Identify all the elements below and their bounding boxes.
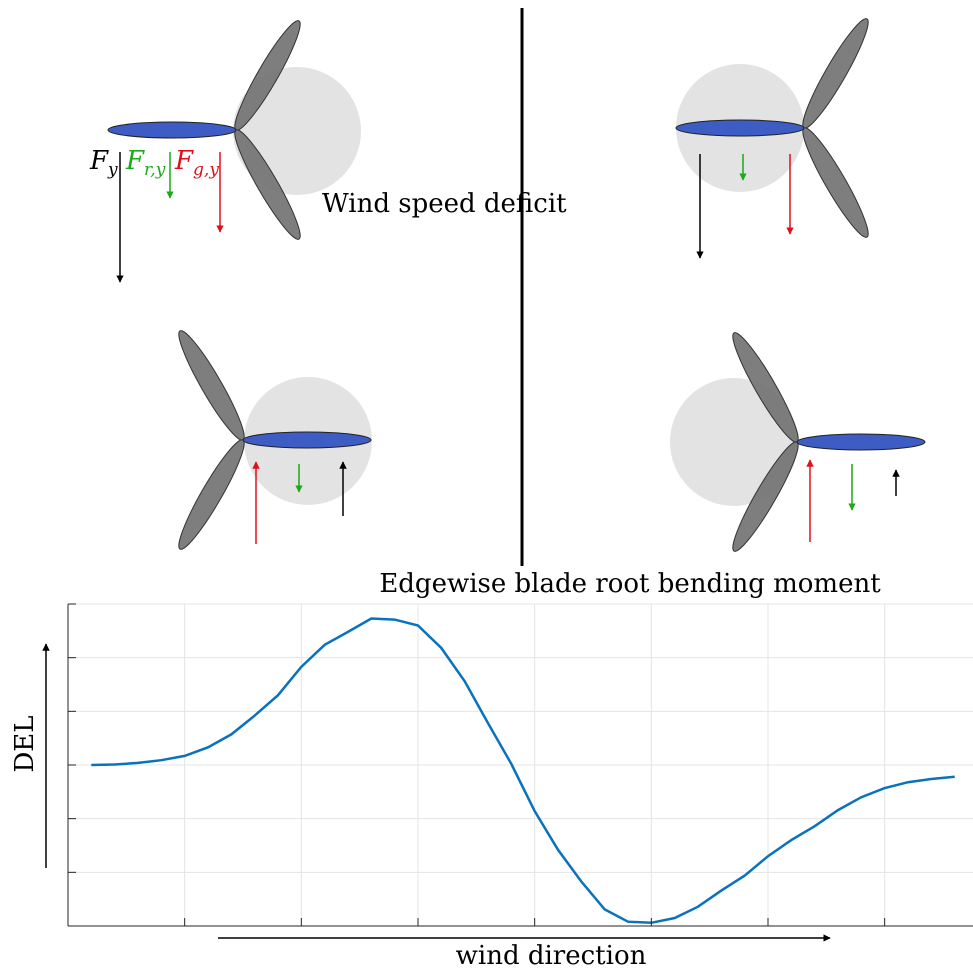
rotor-diagram-bottom-left	[178, 330, 372, 550]
del-curve	[91, 617, 955, 925]
blade-highlighted	[796, 433, 926, 451]
wind-deficit-disc	[670, 378, 798, 506]
force-label-rotor: Fr,y	[125, 146, 166, 180]
blade-highlighted	[675, 119, 805, 137]
force-label-gravity: Fg,y	[174, 146, 219, 180]
force-label-total: Fy	[89, 146, 118, 180]
y-axis-label: DEL	[10, 715, 40, 772]
chart-title: Edgewise blade root bending moment	[379, 569, 881, 599]
chart-grid	[67, 603, 973, 927]
rotor-diagram-top-right	[675, 18, 869, 259]
rotor-diagram-top-left: Fy Fr,y Fg,y	[89, 20, 361, 283]
blade-highlighted	[242, 431, 372, 449]
wind-deficit-label: Wind speed deficit	[322, 189, 567, 219]
blade-gray-lower	[178, 439, 245, 550]
del-chart: Edgewise blade root bending moment DEL w…	[10, 569, 973, 971]
x-axis-label: wind direction	[456, 941, 647, 971]
blade-highlighted	[107, 121, 237, 139]
blade-gray-lower	[802, 127, 869, 238]
rotor-diagram-bottom-right	[670, 332, 926, 552]
blade-gray-upper	[802, 18, 869, 129]
blade-gray-upper	[178, 330, 245, 441]
chart-ticks	[67, 603, 973, 927]
